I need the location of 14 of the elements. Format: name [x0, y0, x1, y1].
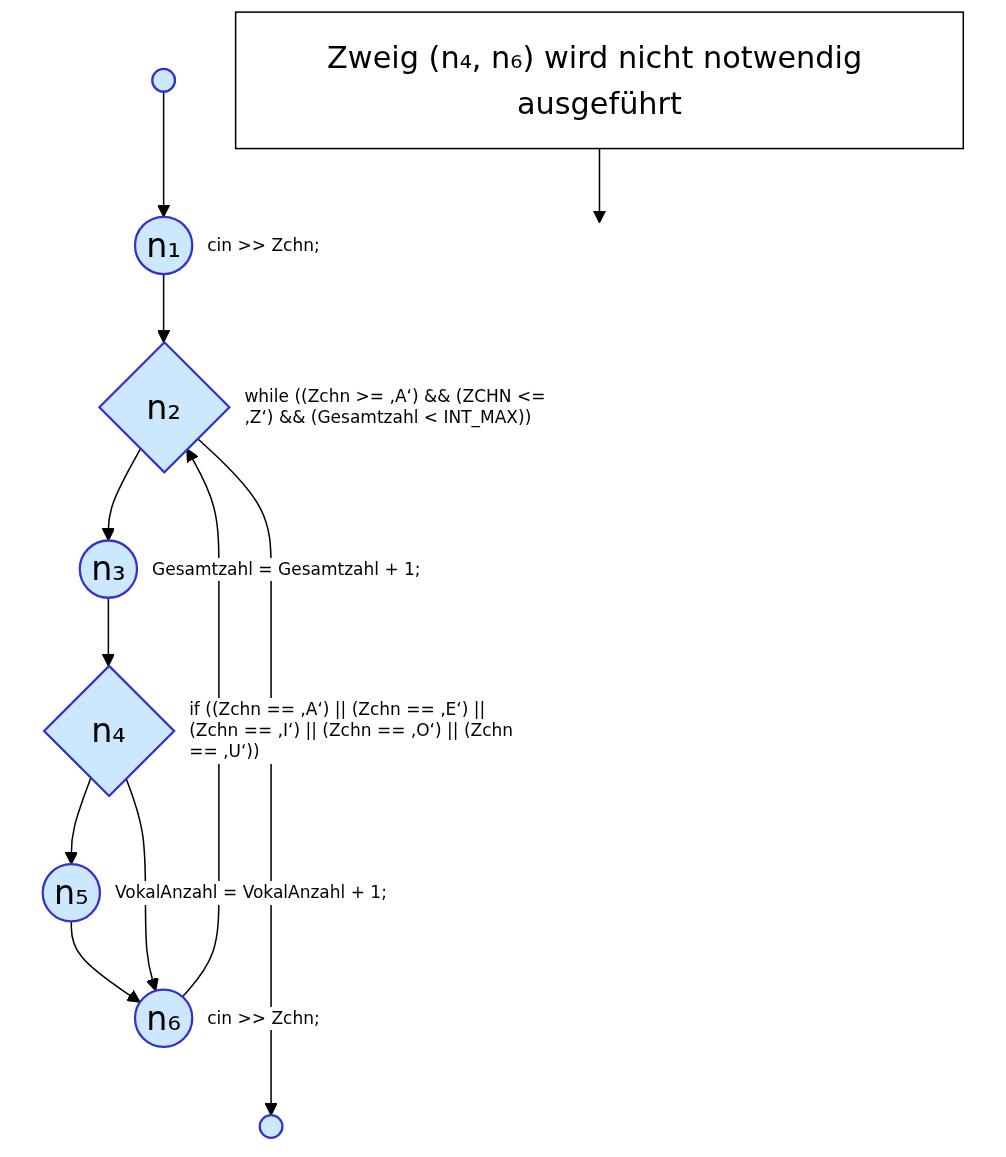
node-circle: n₃: [78, 539, 139, 599]
node-circle: [258, 1114, 284, 1139]
node-circle: n₆: [133, 988, 194, 1049]
node-circle: n₅: [41, 863, 102, 923]
arrow: [592, 147, 607, 224]
node-circle: [151, 67, 177, 93]
node-diamond: n₄: [42, 664, 176, 798]
node-circle: n₁: [133, 215, 194, 276]
arrow: [156, 273, 171, 343]
arrow: [125, 777, 159, 992]
arrow: [101, 597, 116, 667]
arrow: [64, 777, 92, 865]
node-diamond: n₂: [97, 340, 231, 474]
node-box: Zweig (n₄, n₆) wird nicht notwendig ausgeführt: [234, 11, 965, 150]
